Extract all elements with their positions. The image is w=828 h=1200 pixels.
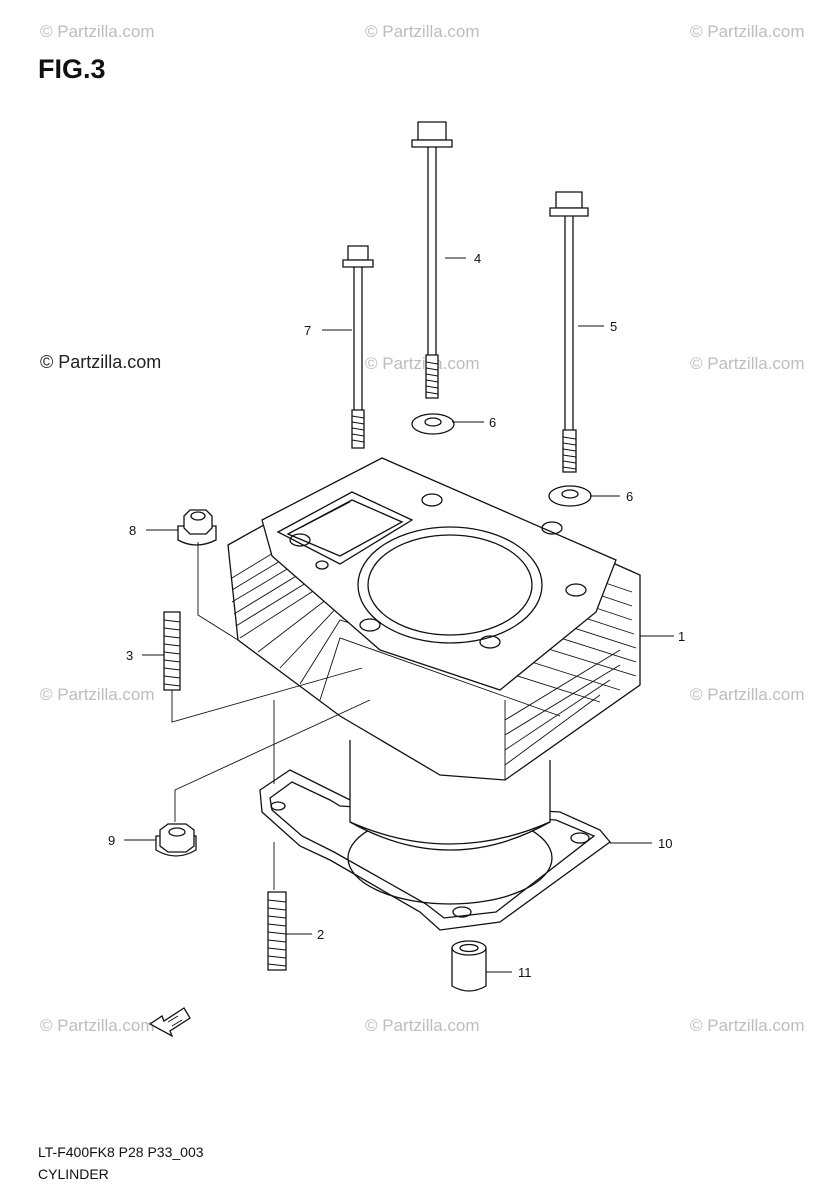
watermark: © Partzilla.com [365, 22, 480, 41]
label-part-9: 9 [108, 833, 115, 848]
stud-3[interactable] [163, 611, 181, 691]
diagram-code: LT-F400FK8 P28 P33_003 [38, 1144, 204, 1160]
watermark: © Partzilla.com [690, 354, 805, 373]
watermark: © Partzilla.com [690, 22, 805, 41]
diagram-name: CYLINDER [38, 1166, 109, 1182]
washer-6a[interactable] [411, 413, 455, 435]
label-part-10: 10 [658, 836, 672, 851]
label-part-3: 3 [126, 648, 133, 663]
watermark: © Partzilla.com [365, 354, 480, 373]
nut-8[interactable] [177, 509, 217, 546]
watermark: © Partzilla.com [40, 685, 155, 704]
washer-6b[interactable] [548, 485, 592, 507]
leader-lines [124, 257, 674, 973]
bolt-7[interactable] [342, 245, 374, 449]
label-part-1: 1 [678, 629, 685, 644]
label-part-2: 2 [317, 927, 324, 942]
dowel-pin-11[interactable] [451, 940, 487, 992]
figure-title: FIG.3 [38, 54, 106, 84]
watermark-main: © Partzilla.com [40, 352, 162, 372]
watermark: © Partzilla.com [40, 22, 155, 41]
cylinder-1[interactable] [227, 457, 641, 851]
label-part-11: 11 [518, 965, 532, 980]
label-part-8: 8 [129, 523, 136, 538]
bolt-5[interactable] [549, 191, 589, 473]
label-part-6b: 6 [626, 489, 633, 504]
watermark: © Partzilla.com [690, 685, 805, 704]
label-part-5: 5 [610, 319, 617, 334]
label-part-7: 7 [304, 323, 311, 338]
bolt-4[interactable] [411, 121, 453, 399]
label-part-4: 4 [474, 251, 481, 266]
watermark: © Partzilla.com [690, 1016, 805, 1035]
watermark: © Partzilla.com [40, 1016, 155, 1035]
forward-arrow-icon [148, 1007, 191, 1038]
label-part-6a: 6 [489, 415, 496, 430]
watermark: © Partzilla.com [365, 1016, 480, 1035]
stud-2[interactable] [267, 891, 287, 971]
nut-9[interactable] [155, 823, 197, 857]
